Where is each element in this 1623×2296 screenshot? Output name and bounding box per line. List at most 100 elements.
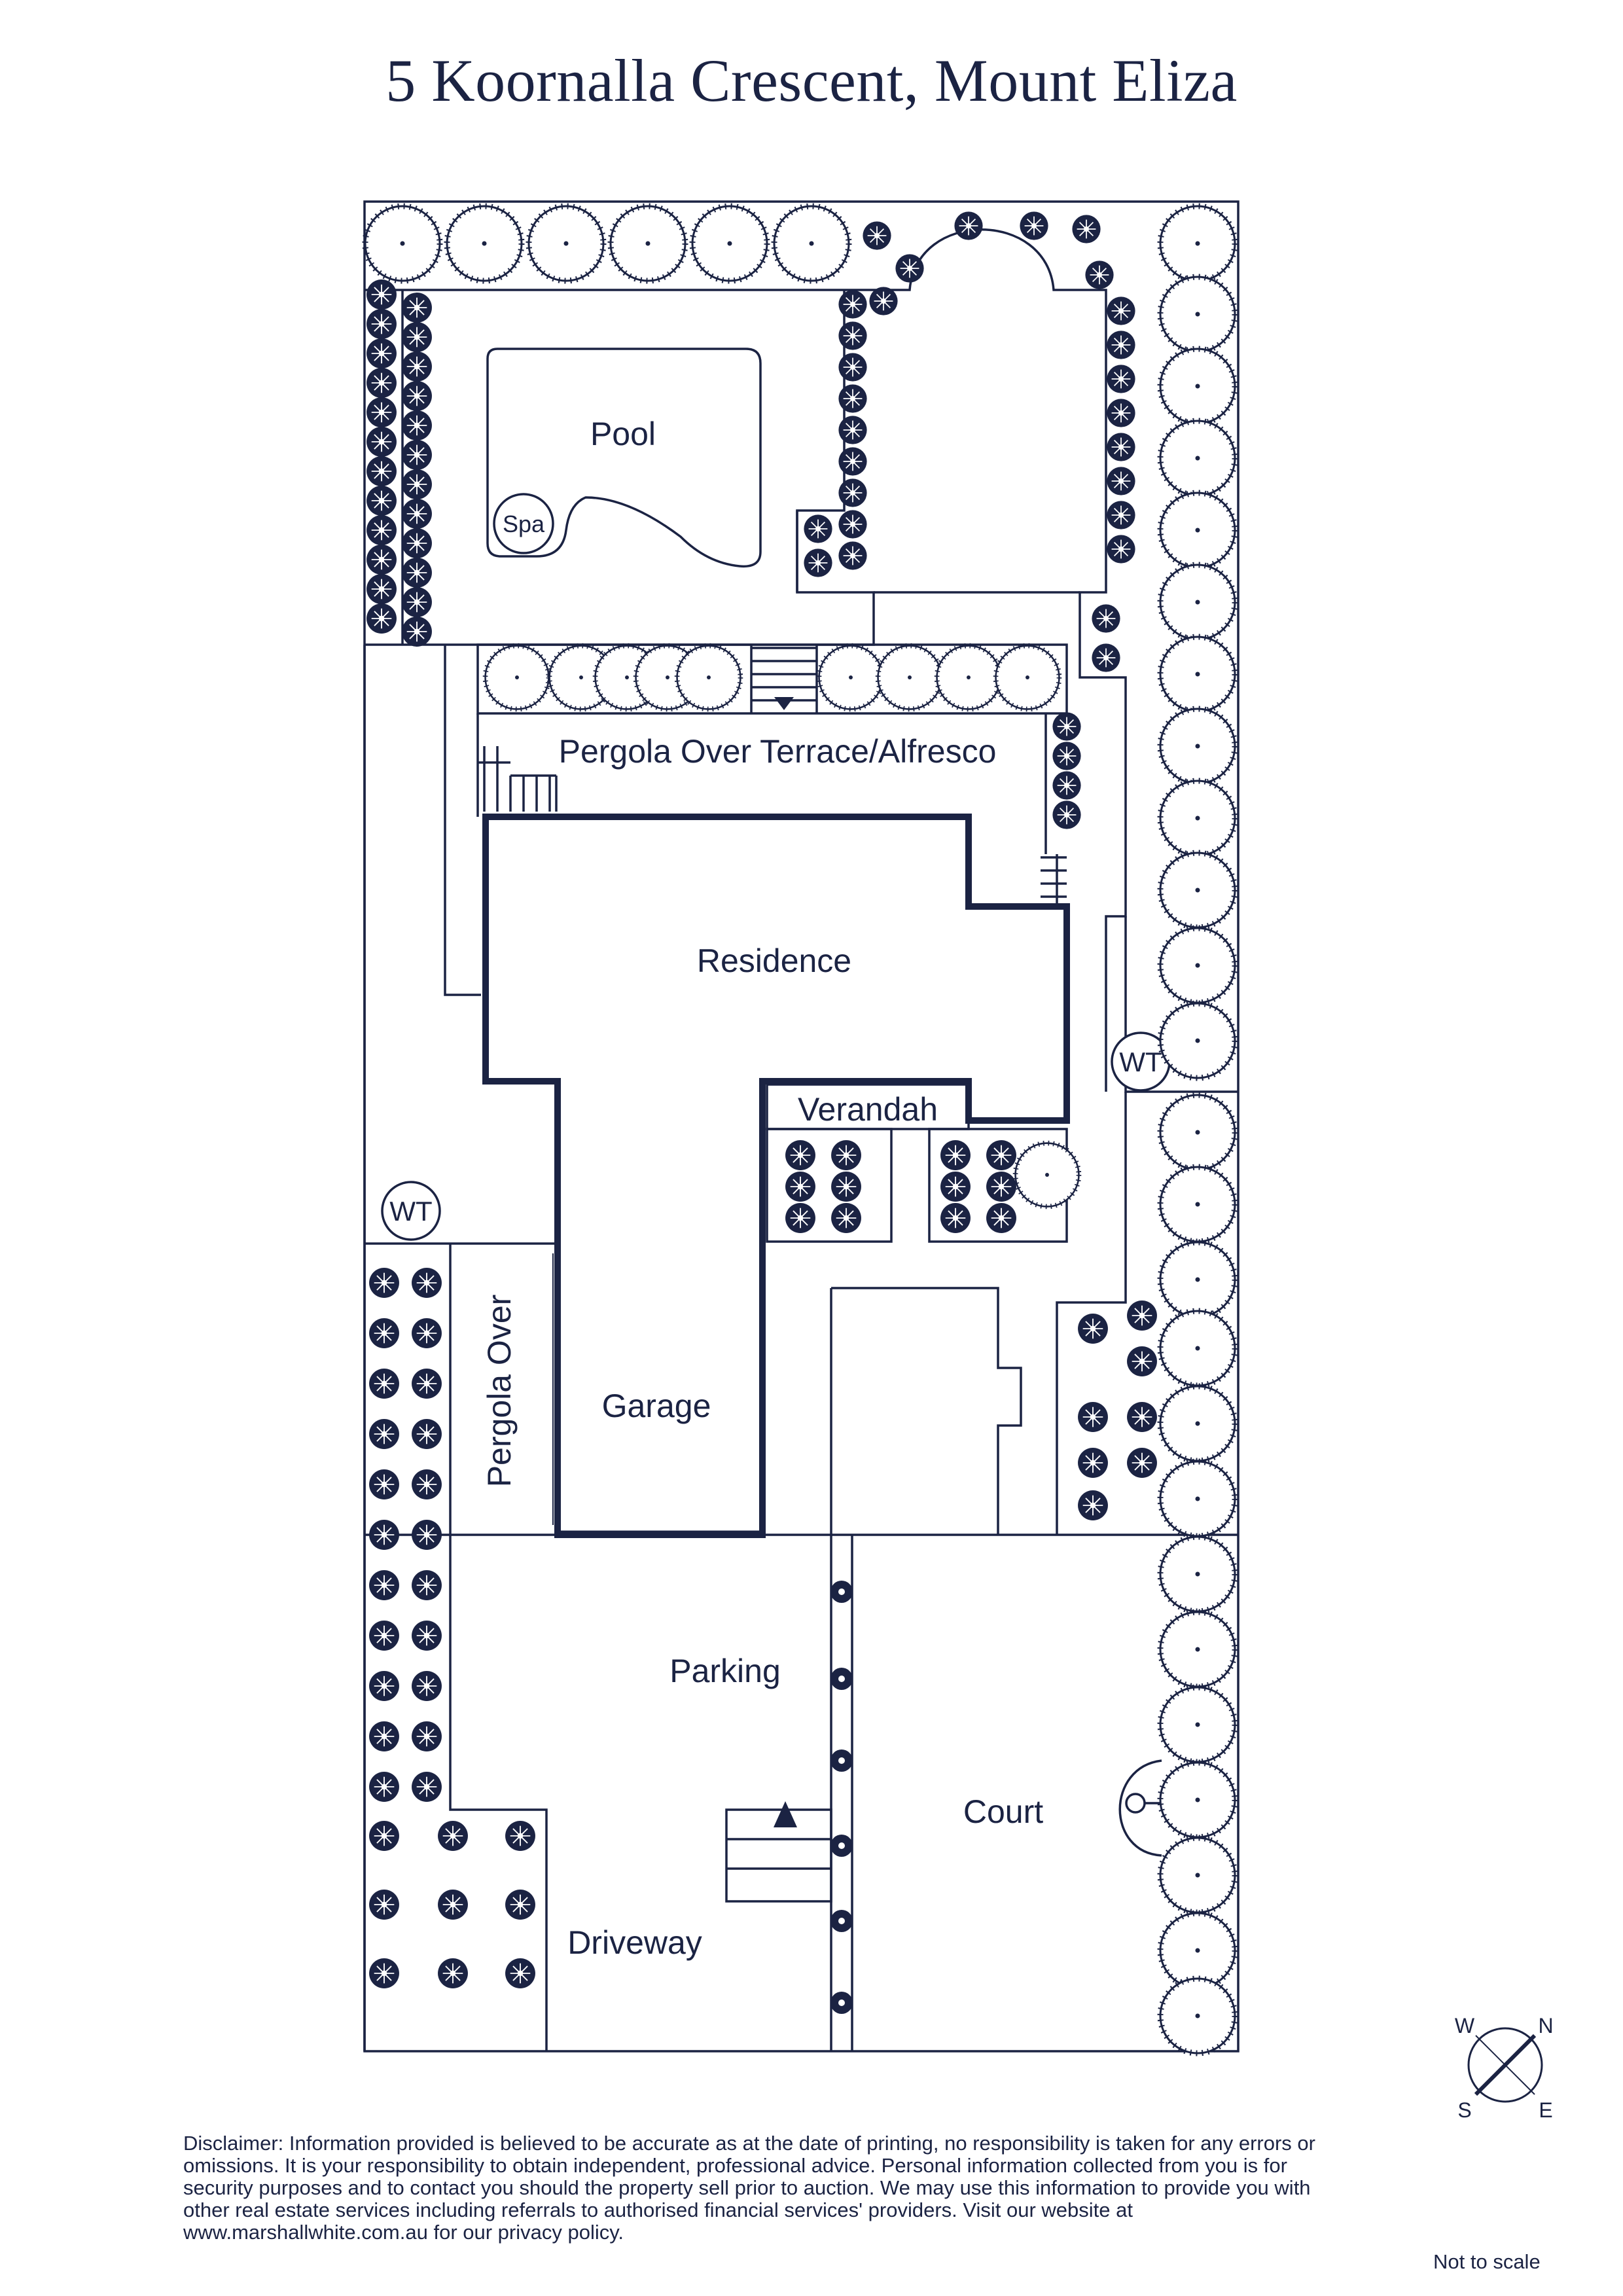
shrub: [366, 308, 397, 340]
shrub: [838, 352, 868, 382]
tree: [1160, 1838, 1235, 1912]
shrub: [868, 286, 899, 316]
shrub: [1019, 211, 1049, 241]
shrub: [940, 1171, 971, 1202]
label-water-tank-west: WT: [389, 1196, 432, 1227]
shrub: [401, 292, 433, 323]
shrub: [838, 478, 868, 508]
shrub: [1052, 770, 1082, 800]
tree: [1160, 493, 1235, 567]
tree: [1160, 1003, 1235, 1078]
tree: [1160, 1167, 1235, 1242]
tree: [1160, 1462, 1235, 1536]
shrub: [437, 1958, 469, 1989]
compass-s: S: [1457, 2098, 1471, 2122]
label-pergola-terrace: Pergola Over Terrace/Alfresco: [559, 733, 997, 770]
tree: [1160, 565, 1235, 639]
shrub: [401, 321, 433, 353]
shrub: [862, 221, 892, 251]
shrub: [1052, 741, 1082, 771]
tree: [1160, 1913, 1235, 1988]
driveway-arrow: [774, 1801, 797, 1827]
tree: [1160, 781, 1235, 855]
tree: [677, 646, 741, 709]
stair-arrow: [774, 697, 794, 710]
dot-shrub: [830, 1668, 853, 1690]
shrub: [401, 557, 433, 588]
shrub: [411, 1670, 442, 1702]
shrub: [366, 603, 397, 634]
shrub: [411, 1771, 442, 1803]
shrub: [1106, 432, 1136, 462]
shrub: [368, 1418, 400, 1450]
shrub: [1106, 330, 1136, 360]
shrub: [366, 544, 397, 575]
shrub: [401, 469, 433, 500]
stair-west: [478, 746, 558, 812]
shrub: [401, 410, 433, 441]
shrub: [838, 321, 868, 351]
shrub: [366, 397, 397, 428]
shrub: [368, 1519, 400, 1551]
shrub: [1077, 1490, 1109, 1521]
shrub: [366, 279, 397, 310]
shrub: [1106, 500, 1136, 530]
shrub: [1084, 260, 1115, 290]
tree: [1160, 421, 1235, 495]
residence-outline: [482, 814, 1070, 1538]
shrub: [838, 289, 868, 319]
tree: [774, 206, 849, 281]
shrub: [803, 548, 833, 578]
shrub: [895, 253, 925, 283]
tree: [1160, 1242, 1235, 1317]
shrub: [366, 573, 397, 605]
shrub: [803, 514, 833, 544]
tree: [1160, 1311, 1235, 1386]
shrub: [838, 384, 868, 414]
tree: [1160, 277, 1235, 351]
water-tank-west: [381, 1181, 441, 1241]
tree: [529, 206, 603, 281]
pool-outline: [486, 348, 762, 568]
label-court: Court: [963, 1793, 1043, 1830]
shrub: [1106, 534, 1136, 564]
shrub: [1052, 800, 1082, 830]
shrub: [838, 509, 868, 539]
tree: [1160, 928, 1235, 1003]
shrub: [1126, 1447, 1158, 1479]
shrub: [1077, 1401, 1109, 1433]
tree: [1160, 1095, 1235, 1170]
shrub: [986, 1171, 1017, 1202]
shrub: [368, 1771, 400, 1803]
shrub: [505, 1889, 536, 1920]
shrub: [1106, 296, 1136, 326]
shrub: [368, 1318, 400, 1349]
shrub: [411, 1318, 442, 1349]
shrub: [366, 367, 397, 399]
label-spa: Spa: [503, 511, 545, 537]
shrub: [366, 456, 397, 487]
shrub: [1126, 1346, 1158, 1377]
page-title: 5 Koornalla Crescent, Mount Eliza: [385, 47, 1238, 114]
shrub: [1071, 214, 1101, 244]
tree: [1016, 1143, 1079, 1207]
shrub: [838, 446, 868, 476]
site-linework: [363, 200, 1240, 2053]
tree: [996, 646, 1060, 709]
label-garage: Garage: [602, 1388, 711, 1424]
shrub: [1091, 643, 1121, 673]
tree: [611, 206, 685, 281]
shrub: [505, 1958, 536, 1989]
shrub: [368, 1570, 400, 1601]
shrub: [1052, 711, 1082, 742]
dot-shrub: [830, 1992, 853, 2014]
shrub: [940, 1139, 971, 1171]
label-water-tank-east: WT: [1119, 1047, 1162, 1077]
shrub: [411, 1519, 442, 1551]
shrub: [368, 1267, 400, 1299]
shrub: [401, 380, 433, 412]
label-verandah: Verandah: [798, 1091, 938, 1128]
shrub: [785, 1171, 816, 1202]
label-driveway: Driveway: [567, 1924, 702, 1961]
